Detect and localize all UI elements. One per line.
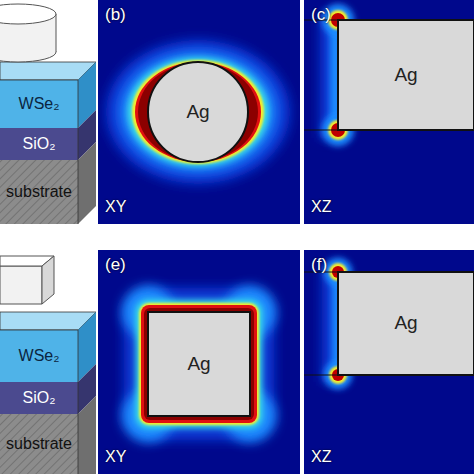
layer-label: substrate [6, 435, 72, 453]
layer-label: SiO₂ [23, 135, 56, 153]
plane-label: XZ [311, 198, 331, 216]
field-panel: (b) XY Ag [98, 0, 300, 224]
panel-label: (e) [105, 256, 126, 275]
panel-label: (b) [105, 6, 126, 25]
layer-label: WSe₂ [19, 95, 60, 113]
field-map [98, 0, 300, 224]
material-label: Ag [394, 313, 417, 334]
field-panel: (f) XZ Ag [304, 250, 474, 474]
panel-label: (c) [311, 6, 331, 25]
plane-label: XY [105, 198, 126, 216]
stack-schematic [0, 256, 96, 474]
substrate-layer: substrate [0, 160, 78, 224]
layer-label: SiO₂ [23, 389, 56, 407]
field-map [304, 250, 474, 474]
field-panel: (e) XY Ag [98, 250, 300, 474]
silver-cube: Ag [148, 312, 250, 416]
material-label: Ag [394, 65, 417, 86]
wse2-layer: WSe₂ [0, 330, 78, 382]
panel-label: (f) [311, 256, 327, 275]
material-label: Ag [187, 354, 210, 375]
field-panel: (c) XZ Ag [304, 0, 474, 224]
layer-label: WSe₂ [19, 347, 60, 365]
silver-block: Ag [338, 20, 474, 130]
sio2-layer: SiO₂ [0, 382, 78, 414]
substrate-layer: substrate [0, 414, 78, 474]
wse2-layer: WSe₂ [0, 80, 78, 128]
silver-block: Ag [338, 272, 474, 375]
sio2-layer: SiO₂ [0, 128, 78, 160]
plane-label: XY [105, 448, 126, 466]
field-map [98, 250, 300, 474]
plane-label: XZ [311, 448, 331, 466]
layer-label: substrate [6, 183, 72, 201]
stack-schematic [0, 4, 96, 224]
field-map [304, 0, 474, 224]
silver-disk: Ag [148, 62, 248, 162]
material-label: Ag [186, 102, 209, 123]
